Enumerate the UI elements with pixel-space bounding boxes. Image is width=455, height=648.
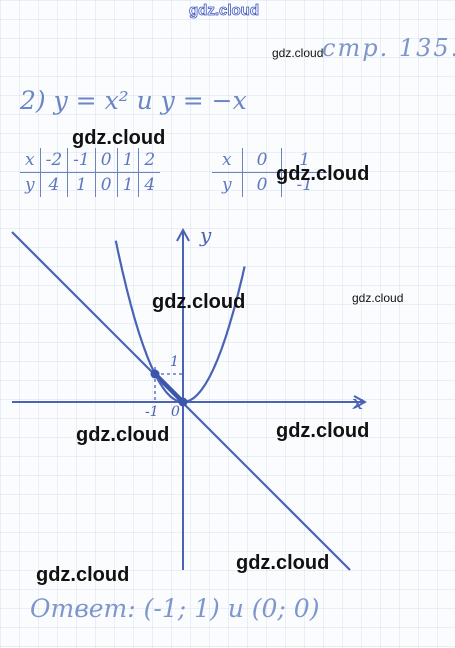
table-parabola: x -2 -1 0 1 2 y 4 1 0 1 4 (20, 148, 161, 197)
table-cell: 0 (94, 148, 118, 173)
origin-label: 0 (171, 404, 180, 420)
table-row: x 0 1 (212, 148, 327, 173)
table-cell: 0 (241, 172, 282, 197)
site-watermark: gdz.cloud (36, 564, 130, 586)
site-watermark: gdz.cloud (276, 163, 370, 185)
site-watermark: gdz.cloud (276, 420, 370, 442)
table-row: y 4 1 0 1 4 (20, 172, 161, 197)
table-row: x -2 -1 0 1 2 (20, 148, 161, 173)
parabola-y-x-squared (114, 240, 246, 404)
site-watermark: gdz.cloud (236, 552, 330, 574)
table-cell: -1 (281, 172, 327, 197)
tick-label-x-minus-one: -1 (145, 404, 159, 420)
table-cell: 4 (39, 172, 68, 197)
site-watermark: gdz.cloud (272, 46, 324, 60)
table-cell: y (25, 175, 35, 195)
intersection-point (150, 369, 160, 379)
site-watermark: gdz.cloud (76, 424, 170, 446)
intersection-point (178, 397, 188, 407)
site-watermark: gdz.cloud (152, 291, 246, 313)
site-watermark: gdz.cloud (352, 291, 404, 305)
table-cell: 1 (281, 148, 327, 173)
site-watermark: gdz.cloud (72, 127, 166, 149)
table-cell: x (212, 148, 243, 173)
task-statement: 2) y = x² и y = −x (20, 86, 247, 115)
table-cell: -1 (67, 148, 96, 173)
table-line: x 0 1 y 0 -1 (212, 148, 327, 197)
x-axis-label: x (352, 390, 364, 414)
table-cell: 2 (138, 148, 161, 173)
table-cell: 4 (138, 172, 161, 197)
solution-segment (153, 372, 185, 404)
y-axis-label: y (200, 223, 212, 247)
table-cell: -2 (39, 148, 68, 173)
table-cell: y (222, 175, 232, 195)
table-cell: 0 (241, 148, 282, 173)
table-cell: 1 (67, 172, 96, 197)
answer-text: Ответ: (-1; 1) и (0; 0) (30, 594, 320, 623)
table-cell: 0 (94, 172, 118, 197)
table-cell: x (20, 148, 41, 173)
site-watermark-top: gdz.cloud (189, 2, 260, 20)
table-cell: 1 (116, 172, 139, 197)
table-cell: 1 (116, 148, 139, 173)
tick-label-y-one: 1 (170, 354, 179, 370)
page-reference: стр. 135. (322, 34, 455, 62)
table-row: y 0 -1 (212, 172, 327, 197)
